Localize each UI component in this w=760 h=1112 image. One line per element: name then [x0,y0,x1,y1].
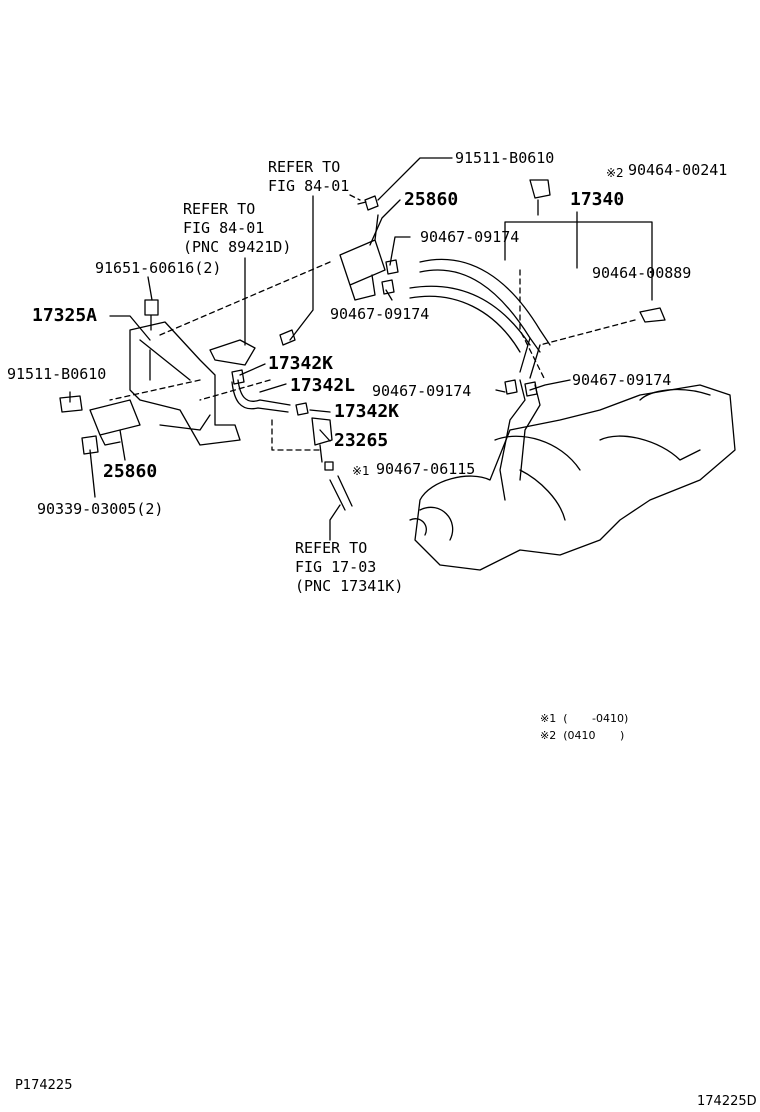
bolt-refer-top [279,329,296,346]
note-2: ※2 (0410 ) [540,729,625,742]
label-refer-top-2: FIG 84-01 [268,177,350,195]
note-1: ※1 ( -0410) [540,712,629,725]
vsv-25860-bottom [59,395,141,446]
dashed-line [109,194,636,451]
leader-91651 [147,276,153,301]
leader-90467-c [495,389,506,393]
note-mark-2: ※2 [606,166,624,180]
label-90467-09174-d: 90467-09174 [572,371,672,389]
clamp-90467-06115 [324,461,334,471]
bracket-17325A [129,321,241,446]
vsv-25860-top [339,214,386,301]
fitting-17342K-a [231,369,245,385]
label-90467-09174-b: 90467-09174 [330,305,430,323]
leader-90467-d [529,379,571,391]
leader-91511-top [377,157,453,201]
fitting-17342K-b [295,402,309,416]
label-91651-60616: 91651-60616(2) [95,259,222,277]
leader-refer-bot [329,504,341,541]
label-23265: 23265 [334,430,389,451]
engine-detail-4 [519,384,541,481]
label-17342K-b: 17342K [334,401,400,422]
engine-detail-1 [494,435,581,521]
pipe-refer-bottom [329,475,353,511]
hose-17342L [231,379,291,413]
label-90464-00241: 90464-00241 [628,161,728,179]
leader-refer-top [289,195,314,341]
label-90467-09174-a: 90467-09174 [420,228,520,246]
cap-90339 [81,435,99,455]
hose-17340-down [519,337,541,379]
label-25860-bottom: 25860 [103,461,158,482]
engine-detail-2 [599,388,711,461]
engine-detail-3 [499,379,526,501]
label-refer-top-1: REFER TO [268,158,341,176]
clamp-90467-c [504,379,518,395]
leader-25860-top [369,199,401,246]
label-17325A: 17325A [32,305,98,326]
note-mark-1: ※1 [352,464,370,478]
leader-90467-b [385,289,393,301]
label-refer-mid-2: FIG 84-01 [183,219,265,237]
label-17340: 17340 [570,189,625,210]
leader-17342K-b [309,409,331,413]
clip-90464-00241 [529,179,551,216]
label-25860-top: 25860 [404,189,459,210]
label-90467-06115: 90467-06115 [376,460,476,478]
label-91511-b0610-top: 91511-B0610 [455,149,555,167]
label-91511-b0610-left: 91511-B0610 [7,365,107,383]
fitting-refer-mid [209,339,256,366]
leader-17325A [109,315,151,341]
label-90339-03005: 90339-03005(2) [37,500,164,518]
bolt-91511-top [357,195,379,211]
leader-23265 [319,429,331,442]
hose-17340-upper-b [419,269,541,353]
clamp-90467-d [524,381,538,397]
engine-detail-5 [409,506,454,541]
label-90464-00889: 90464-00889 [592,264,692,282]
leader-90467-a [389,236,411,266]
clamp-90467-b [381,279,395,295]
clamp-90467-a [385,259,399,275]
footer-left-code: P174225 [15,1078,73,1093]
hose-17340-upper [419,258,551,346]
leader-17340 [504,211,653,301]
label-17342L: 17342L [290,375,356,396]
label-refer-bottom-3: (PNC 17341K) [295,577,404,595]
footer-right-code: 174225D [697,1094,757,1109]
leader-25860-bot [119,429,126,461]
label-17342K-a: 17342K [268,353,334,374]
bolt-91651 [144,299,159,331]
clip-90464-00889 [639,307,666,323]
label-90467-09174-c: 90467-09174 [372,382,472,400]
hose-17340-lower-b [409,295,521,353]
label-refer-bottom-1: REFER TO [295,539,368,557]
leader-17342K-a [239,363,266,376]
filter-23265 [311,417,333,463]
leader-17342L [259,383,287,393]
label-refer-mid-1: REFER TO [183,200,256,218]
hose-17340-lower [409,285,531,346]
leader-90339 [89,449,96,498]
label-refer-bottom-2: FIG 17-03 [295,558,377,576]
engine-assembly [414,384,736,571]
label-refer-mid-3: (PNC 89421D) [183,238,292,256]
